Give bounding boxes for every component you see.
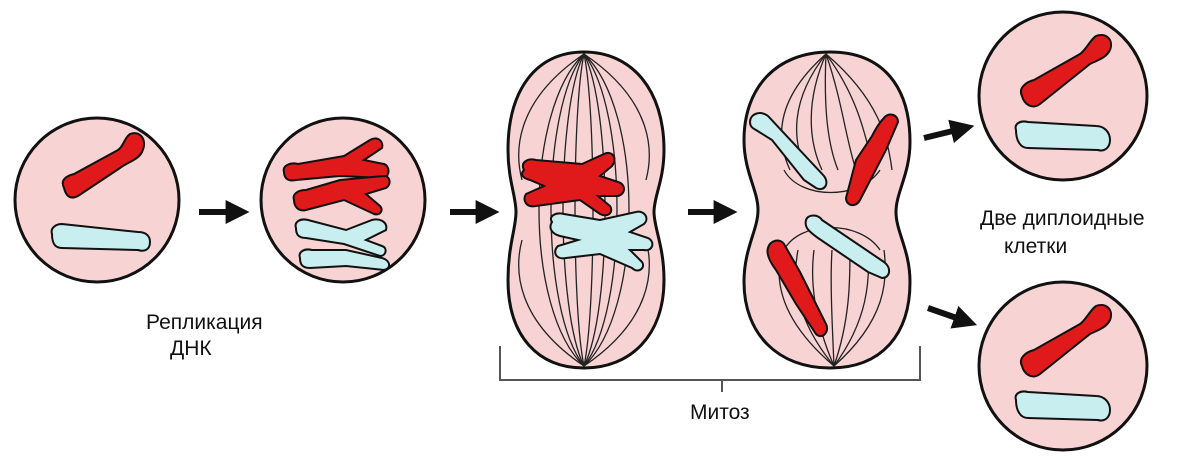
blue-chromosome	[1016, 391, 1110, 420]
diploid-cells-label-line1: Две диплоидные	[980, 206, 1145, 232]
dividing-cell	[744, 52, 910, 368]
daughter-cell-bottom	[979, 282, 1147, 450]
arrow-5	[928, 308, 968, 322]
replication-label-line2: ДНК	[170, 336, 212, 362]
daughter-cell-top	[979, 12, 1147, 180]
blue-chromosome	[1016, 121, 1110, 150]
mitosis-label: Митоз	[690, 400, 750, 426]
replication-label-line1: Репликация	[146, 310, 263, 336]
diploid-cells-label-line2: клетки	[1004, 234, 1067, 260]
parent-cell	[15, 118, 179, 282]
arrow-4	[924, 128, 965, 138]
replicated-cell	[261, 118, 425, 282]
metaphase-cell	[508, 52, 664, 368]
